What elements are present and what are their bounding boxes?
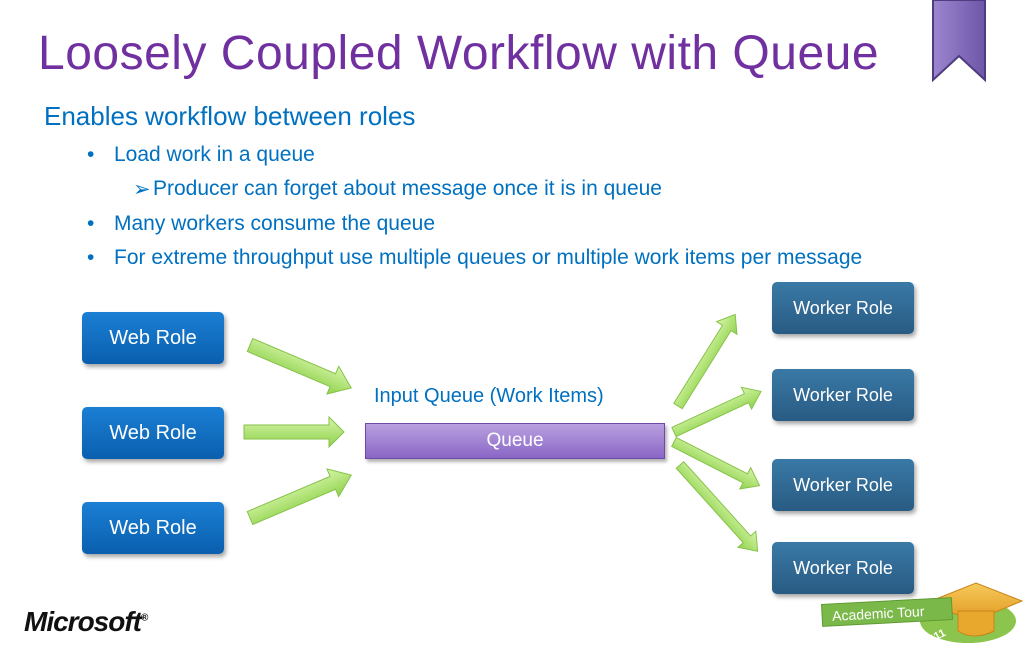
web-to-queue-arrow [246, 468, 353, 526]
web-role-box: Web Role [82, 312, 224, 364]
queue-bar: Queue [365, 423, 665, 459]
worker-role-box: Worker Role [772, 459, 914, 511]
queue-to-worker-arrow [673, 313, 738, 410]
slide-subtitle: Enables workflow between roles [44, 101, 416, 131]
sub-bullet-marker: ➢ [133, 178, 151, 201]
logo-text: Microsoft [24, 606, 142, 637]
worker-role-box: Worker Role [772, 542, 914, 594]
web-role-box: Web Role [82, 502, 224, 554]
queue-to-worker-arrow [671, 436, 761, 490]
queue-to-worker-arrow [675, 460, 759, 552]
bullet-text: Many workers consume the queue [114, 212, 435, 235]
bullet-item: • Load work in a queue [87, 143, 315, 167]
badge-text: Academic Tour [832, 603, 925, 624]
web-to-queue-arrow [243, 415, 345, 449]
bullet-item: • Many workers consume the queue [87, 212, 435, 236]
web-role-box: Web Role [82, 407, 224, 459]
queue-to-worker-arrow [671, 386, 762, 438]
queue-label: Input Queue (Work Items) [374, 385, 604, 407]
academic-tour-badge: Academic Tour 2011 [820, 582, 1024, 649]
sub-bullet-item: ➢ Producer can forget about message once… [133, 177, 662, 201]
bullet-text: Producer can forget about message once i… [153, 177, 662, 200]
bullet-text: For extreme throughput use multiple queu… [114, 246, 863, 269]
worker-role-box: Worker Role [772, 369, 914, 421]
bullet-marker: • [87, 246, 95, 269]
bullet-item: • For extreme throughput use multiple qu… [87, 246, 863, 270]
worker-role-box: Worker Role [772, 282, 914, 334]
web-to-queue-arrow [246, 337, 353, 395]
bookmark-icon [932, 0, 986, 83]
bullet-marker: • [87, 143, 95, 166]
microsoft-logo: Microsoft® [24, 606, 148, 637]
slide-title: Loosely Coupled Workflow with Queue [38, 27, 880, 80]
bullet-text: Load work in a queue [114, 143, 315, 166]
bullet-marker: • [87, 212, 95, 235]
